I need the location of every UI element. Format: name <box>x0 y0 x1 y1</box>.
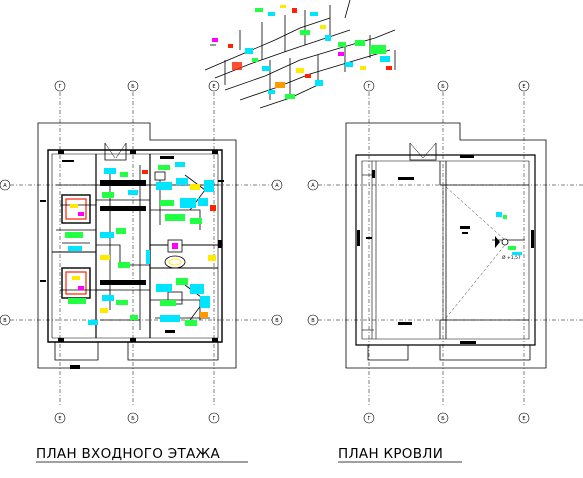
left-axis-bottom-2: Б <box>131 416 135 422</box>
left-plan-walls <box>37 122 237 369</box>
right-plan-walls <box>345 122 547 369</box>
right-plan-roof-slopes <box>445 186 506 319</box>
left-plan-small-marks <box>40 156 224 369</box>
right-axis-bottom-3: Е <box>522 416 525 422</box>
right-axis-top-1: Г <box>367 84 370 90</box>
right-plan-axis-labels: Г Б Е Г Б Е А В <box>311 84 525 422</box>
left-plan-axis-labels: Г Б Е Е Б Г А А В В <box>3 84 279 422</box>
left-axis-top-1: Г <box>58 84 61 90</box>
left-plan-equipment <box>61 171 186 305</box>
right-plan-marks <box>357 155 534 344</box>
left-plan-columns <box>58 150 218 342</box>
axonometric-markers <box>212 5 392 99</box>
right-plan-title: ПЛАН КРОВЛИ <box>338 446 443 462</box>
left-plan-title: ПЛАН ВХОДНОГО ЭТАЖА <box>36 446 220 462</box>
right-axis-top-3: Е <box>522 84 525 90</box>
left-plan-axis-bubbles <box>0 80 283 424</box>
right-axis-top-2: Б <box>441 84 445 90</box>
left-axis-top-2: Б <box>131 84 135 90</box>
right-plan-axes <box>318 92 583 405</box>
left-axis-side-b-left: В <box>3 318 7 324</box>
left-axis-side-b-right: В <box>275 318 279 324</box>
left-axis-side-a-left: А <box>3 183 7 189</box>
left-axis-top-3: Е <box>212 84 215 90</box>
right-axis-bottom-2: Б <box>441 416 445 422</box>
roof-drain <box>492 212 525 255</box>
right-axis-bottom-1: Г <box>367 416 370 422</box>
left-plan-colored-elements <box>65 162 216 326</box>
axonometric-scheme <box>204 0 396 109</box>
right-axis-side-a: А <box>311 183 315 189</box>
left-axis-bottom-3: Г <box>212 416 215 422</box>
left-axis-bottom-1: Е <box>58 416 61 422</box>
left-plan-axes <box>10 92 272 405</box>
left-axis-side-a-right: А <box>275 183 279 189</box>
right-plan-axis-bubbles <box>307 80 530 424</box>
roof-drain-label: Ø +1,57 <box>502 254 521 261</box>
right-axis-side-b: В <box>311 318 315 324</box>
